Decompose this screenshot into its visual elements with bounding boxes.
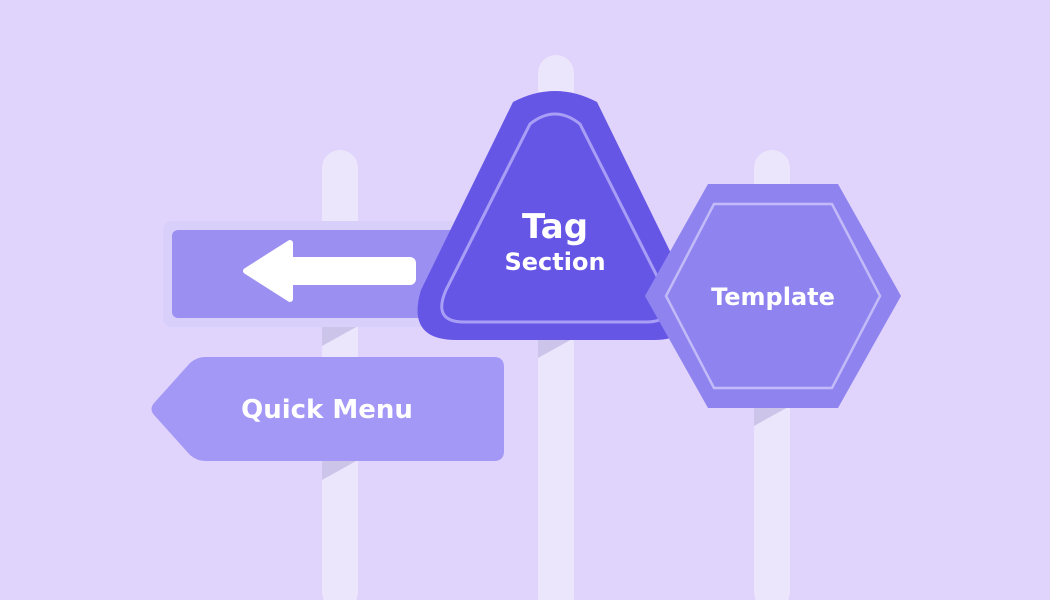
template-sign-panel: [645, 184, 901, 408]
template-label: Template: [711, 283, 835, 311]
left-pole-shadow-lower: [322, 460, 358, 480]
template-sign-border: [664, 202, 882, 390]
pole-shadows: [322, 326, 790, 480]
tag-section-title: Tag: [522, 207, 588, 247]
tag-section-sign: Tag Section: [417, 91, 693, 340]
arrow-sign: [163, 221, 473, 327]
quick-menu-sign-panel: [151, 357, 504, 461]
center-pole-shadow: [538, 338, 574, 358]
template-sign: Template: [645, 184, 901, 408]
left-pole-shadow-upper: [322, 326, 358, 346]
tag-section-sign-panel: [417, 91, 693, 340]
arrow-left-icon: [243, 240, 416, 302]
quick-menu-label: Quick Menu: [241, 395, 413, 425]
right-pole-shadow: [754, 406, 790, 426]
quick-menu-sign: Quick Menu: [151, 357, 504, 461]
tag-section-subtitle: Section: [504, 248, 605, 276]
